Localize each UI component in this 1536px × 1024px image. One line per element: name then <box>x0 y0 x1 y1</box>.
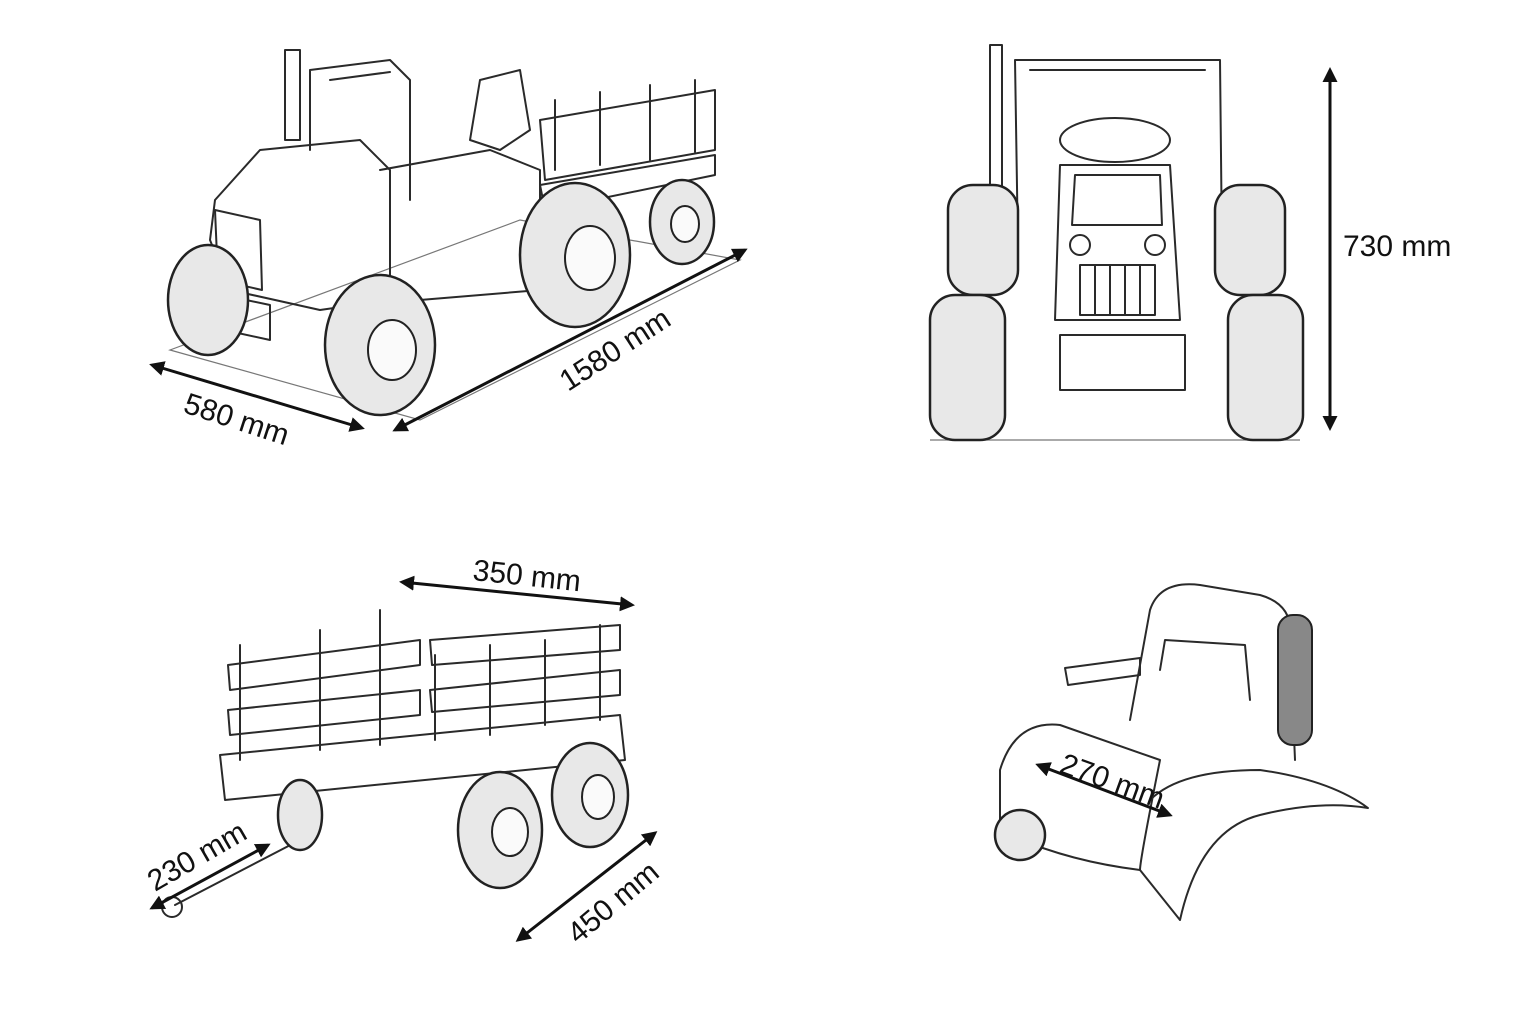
trailer-view <box>161 609 630 918</box>
seat-width-arrow <box>1035 762 1173 818</box>
tractor-width-arrow <box>149 361 365 432</box>
trailer-width-arrow <box>399 575 635 612</box>
tractor-length-arrow <box>392 248 748 432</box>
drawbar-length-label: 230 mm <box>142 815 252 898</box>
tractor-iso-view <box>166 49 742 421</box>
drawbar-length-arrow <box>149 843 271 910</box>
tractor-height-label: 730 mm <box>1343 230 1451 263</box>
tractor-front-view <box>928 44 1305 442</box>
trailer-length-label: 450 mm <box>561 855 665 950</box>
trailer-length-arrow <box>515 831 658 942</box>
tractor-width-label: 580 mm <box>180 387 293 452</box>
seat-view <box>993 583 1369 921</box>
